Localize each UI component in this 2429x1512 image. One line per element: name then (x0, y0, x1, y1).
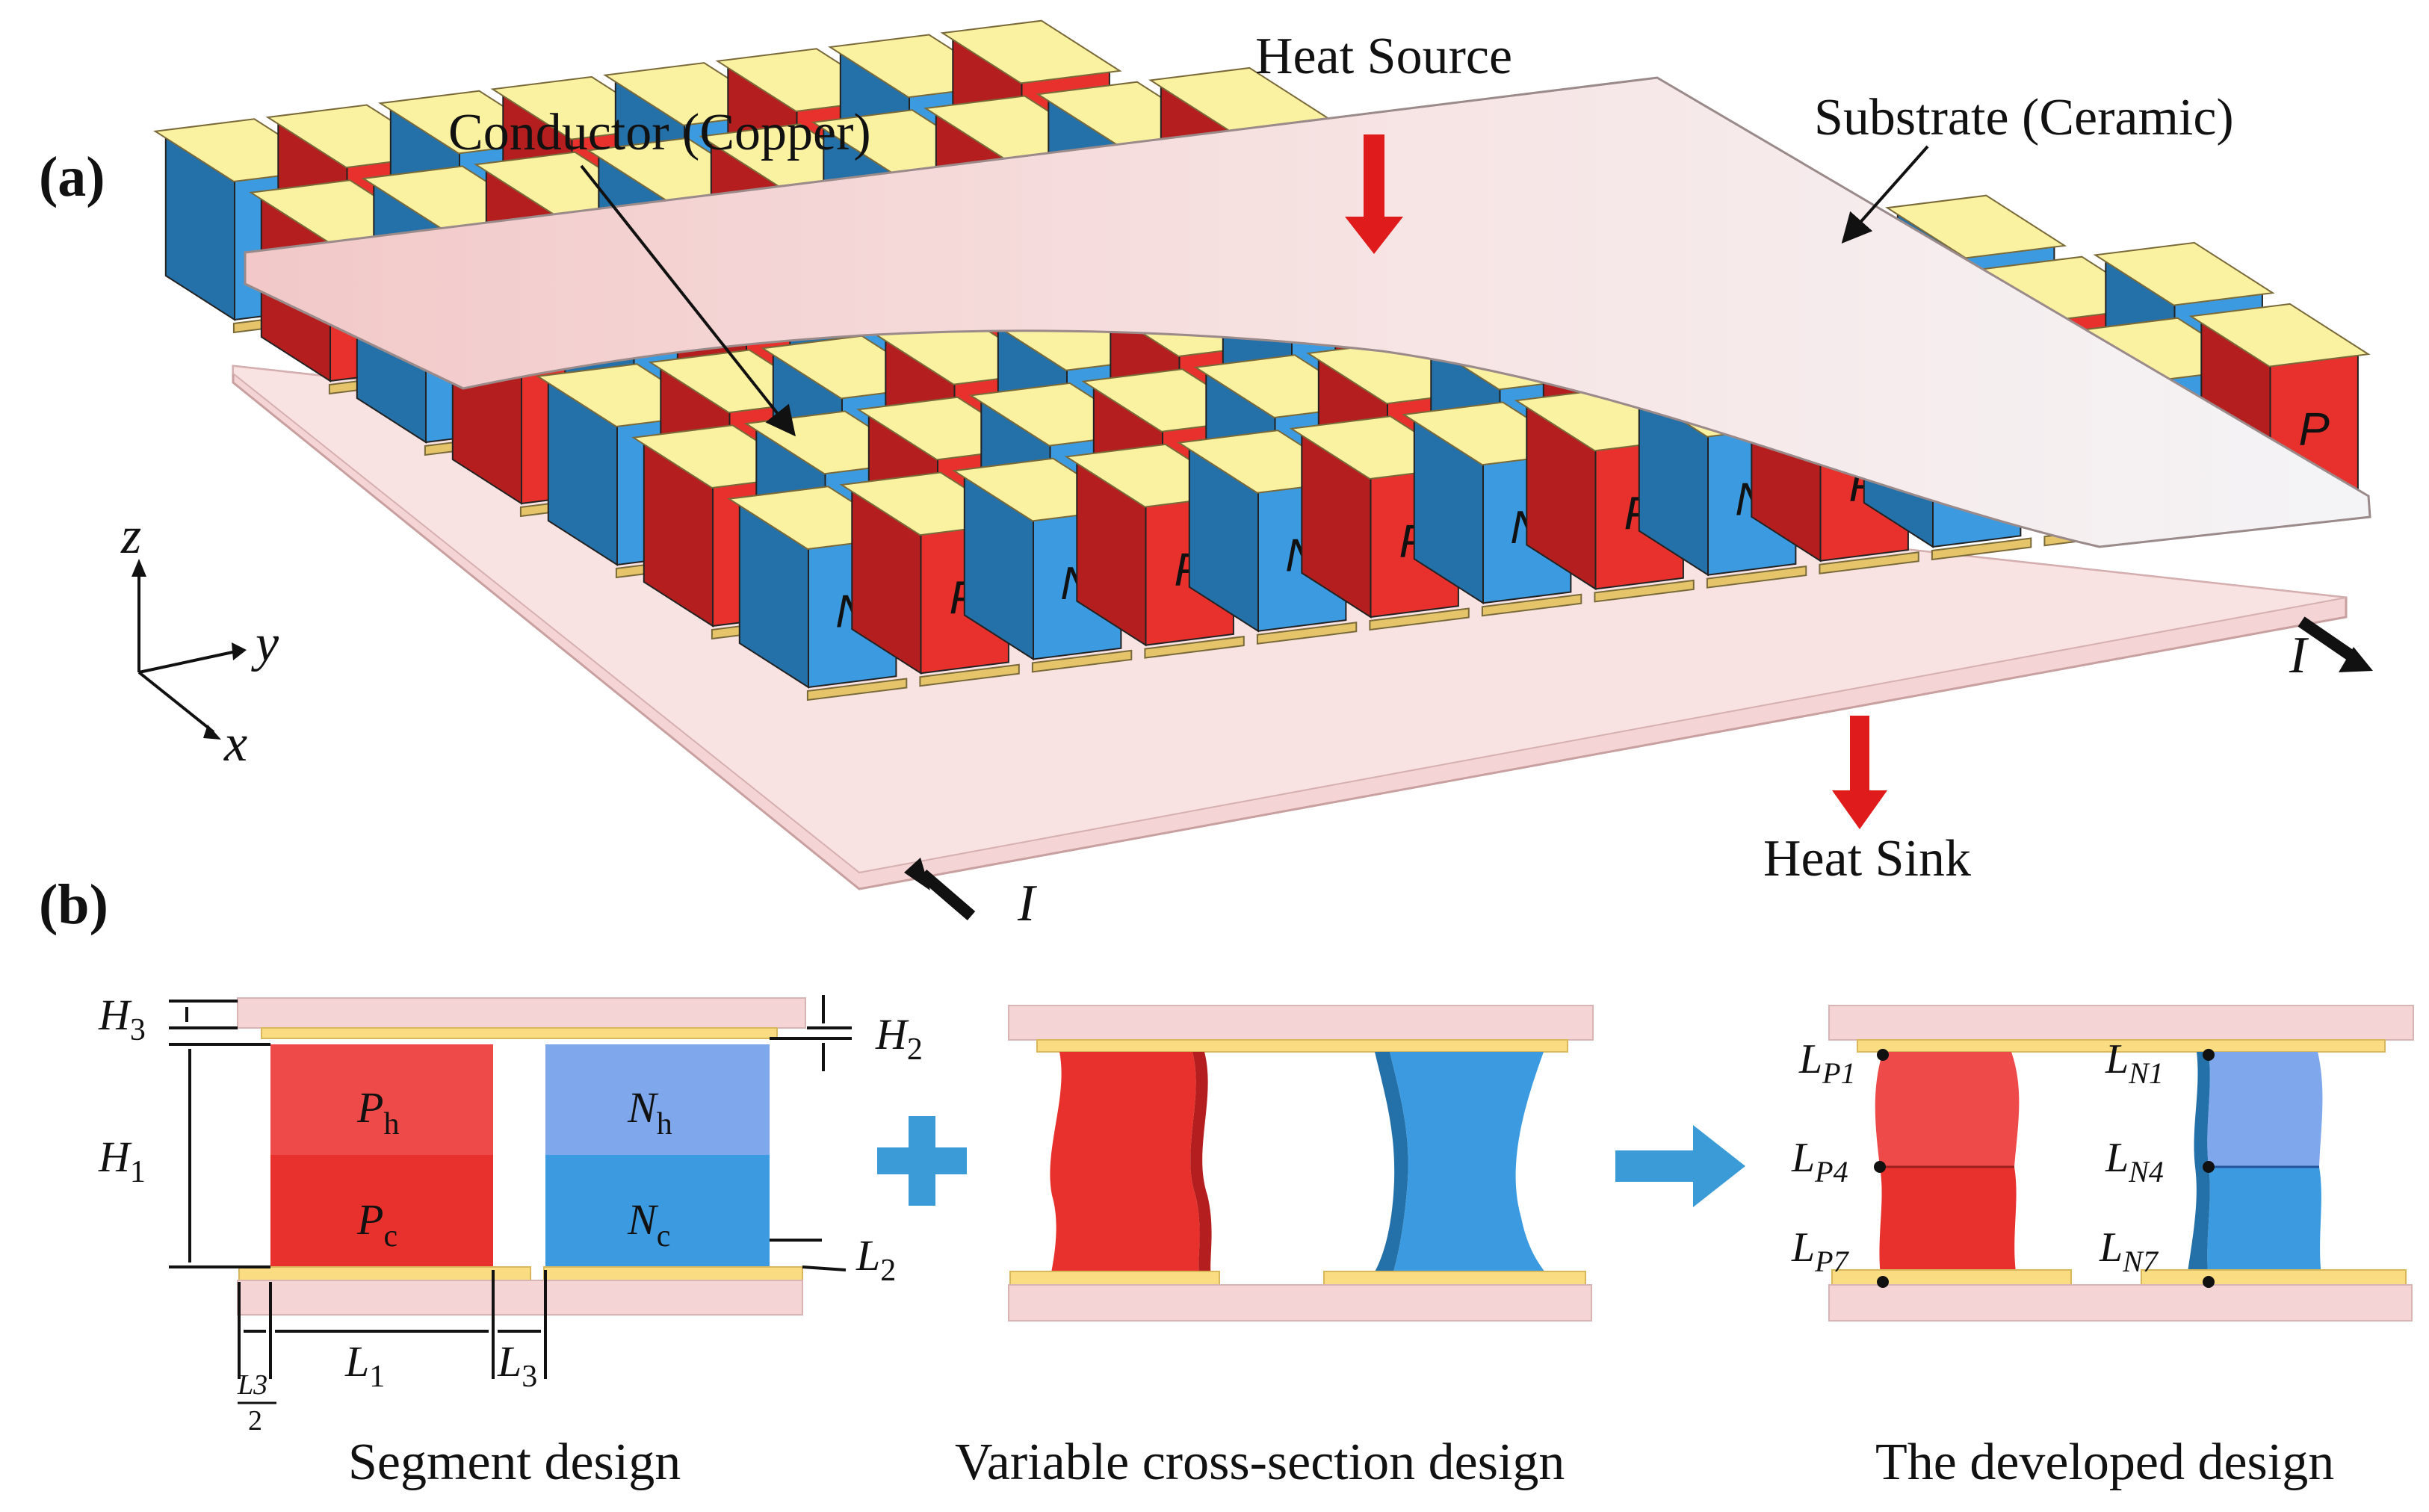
dim-l3-label: L3 (497, 1337, 537, 1394)
heat-sink-label: Heat Sink (1763, 830, 1971, 887)
coordinate-axes (131, 559, 247, 740)
variable-design-caption: Variable cross-section design (955, 1434, 1565, 1491)
current-in-label: I (1017, 875, 1038, 932)
leg-base-conductor (919, 663, 1020, 687)
heat-source-label: Heat Source (1255, 28, 1512, 85)
dim-l1-label: L1 (344, 1337, 385, 1394)
heat-source-arrow (1345, 134, 1403, 254)
conductor-label: Conductor (Copper) (448, 104, 871, 161)
dev-ln4-label: LN4 (2105, 1135, 2164, 1189)
progression-arrow (1615, 1125, 1745, 1207)
conductor-pointer (580, 164, 796, 437)
dev-lp4-label: LP4 (1791, 1135, 1848, 1189)
leg-base-conductor (1819, 551, 1919, 574)
leg-base-conductor (1031, 649, 1133, 673)
current-in-arrow (904, 858, 976, 921)
dev-n-hot (2207, 1052, 2323, 1167)
dev-bottom-substrate (1828, 1284, 2413, 1322)
top-substrate-edge (244, 252, 464, 390)
dev-bottom-conductor-right (2141, 1269, 2407, 1286)
leg-type-label: P (2299, 403, 2330, 455)
dev-top-substrate (1828, 1005, 2414, 1041)
dev-n-side (2186, 1052, 2210, 1282)
dim-l3-half-denominator: 2 (248, 1405, 262, 1437)
substrate-label: Substrate (Ceramic) (1814, 89, 2234, 146)
heat-sink-arrow (1832, 716, 1887, 829)
dev-p-cold (1879, 1167, 2017, 1282)
dev-ln1-label: LN1 (2105, 1036, 2164, 1090)
leg-conductor-top (2188, 303, 2371, 368)
leg-conductor-top (1885, 194, 2067, 259)
seg-n-hot-label: Nh (627, 1083, 672, 1141)
var-bottom-substrate (1008, 1284, 1592, 1322)
dev-n-cold (2207, 1167, 2322, 1282)
axis-x-label: x (223, 715, 247, 772)
dev-control-points (1874, 1049, 2215, 1288)
panel-b: (b) Ph Pc Nh Nc (39, 873, 2414, 1491)
leg-conductor-top (2093, 241, 2275, 306)
var-bottom-conductor-left (1009, 1271, 1220, 1286)
var-top-substrate (1008, 1005, 1594, 1041)
seg-bottom-substrate (237, 1280, 803, 1316)
dim-l2-label: L2 (855, 1231, 896, 1288)
leg-base-conductor (1706, 565, 1807, 589)
dim-l3-half-numerator: L3 (237, 1369, 267, 1401)
leg-base-conductor (1256, 622, 1358, 645)
dev-lp7-label: LP7 (1791, 1224, 1850, 1278)
seg-top-conductor (261, 1027, 778, 1039)
leg-conductor-top (940, 19, 1122, 84)
leg-base-conductor (1931, 537, 2032, 561)
panel-a-label: (a) (39, 146, 105, 208)
axis-y-label: y (251, 615, 279, 672)
var-top-conductor (1036, 1039, 1568, 1053)
dev-top-conductor (1857, 1039, 2386, 1053)
leg-base-conductor (1481, 593, 1582, 617)
seg-dimension-lines (169, 995, 852, 1379)
variable-design: Variable cross-section design (955, 1005, 1594, 1491)
axis-z-label: z (120, 507, 141, 565)
var-p-leg (1049, 1052, 1200, 1283)
dim-h2-label: H2 (875, 1010, 923, 1067)
leg-base-conductor (806, 678, 908, 701)
dev-p-hot (1875, 1052, 2020, 1167)
seg-bottom-conductor-left (238, 1266, 531, 1281)
var-bottom-conductor-right (1323, 1271, 1586, 1286)
var-p-leg-side (1190, 1052, 1212, 1283)
developed-design: LP1 LP4 LP7 LN1 LN4 LN7 The developed de… (1791, 1005, 2414, 1491)
seg-p-cold (270, 1155, 493, 1267)
seg-n-cold-label: Nc (627, 1195, 670, 1254)
dev-lp1-label: LP1 (1798, 1036, 1856, 1090)
seg-bottom-conductor-right (543, 1266, 803, 1281)
seg-p-hot-label: Ph (356, 1083, 399, 1141)
panel-a: (a) NPNPNPNPNPNPNP Heat Source Heat Sink… (39, 19, 2373, 932)
segment-design-caption: Segment design (348, 1434, 681, 1491)
var-n-leg-side (1367, 1052, 1408, 1283)
top-substrate (244, 76, 2371, 548)
plus-sign (877, 1116, 967, 1206)
seg-n-cold (545, 1155, 770, 1267)
substrate-pointer (1841, 145, 1929, 244)
panel-b-label: (b) (39, 873, 108, 936)
dev-ln7-label: LN7 (2099, 1224, 2159, 1278)
dev-bottom-conductor-left (1831, 1269, 2072, 1286)
seg-p-hot (270, 1044, 493, 1155)
dim-h1-label: H1 (98, 1133, 146, 1189)
leg-base-conductor (1594, 579, 1695, 603)
leg-base-conductor (1369, 607, 1470, 631)
developed-design-caption: The developed design (1875, 1434, 2334, 1491)
segment-design: Ph Pc Nh Nc (98, 991, 923, 1491)
leg-base-conductor (1144, 635, 1245, 659)
seg-top-substrate (237, 997, 806, 1029)
var-n-leg (1390, 1052, 1554, 1283)
seg-p-cold-label: Pc (356, 1195, 397, 1254)
dim-h3-label: H3 (98, 991, 146, 1047)
seg-n-hot (545, 1044, 770, 1155)
current-out-label: I (2289, 627, 2309, 684)
current-out-arrow (2298, 616, 2373, 672)
front-row-legs: NPNPNPNPNPNPNP (727, 303, 2371, 701)
